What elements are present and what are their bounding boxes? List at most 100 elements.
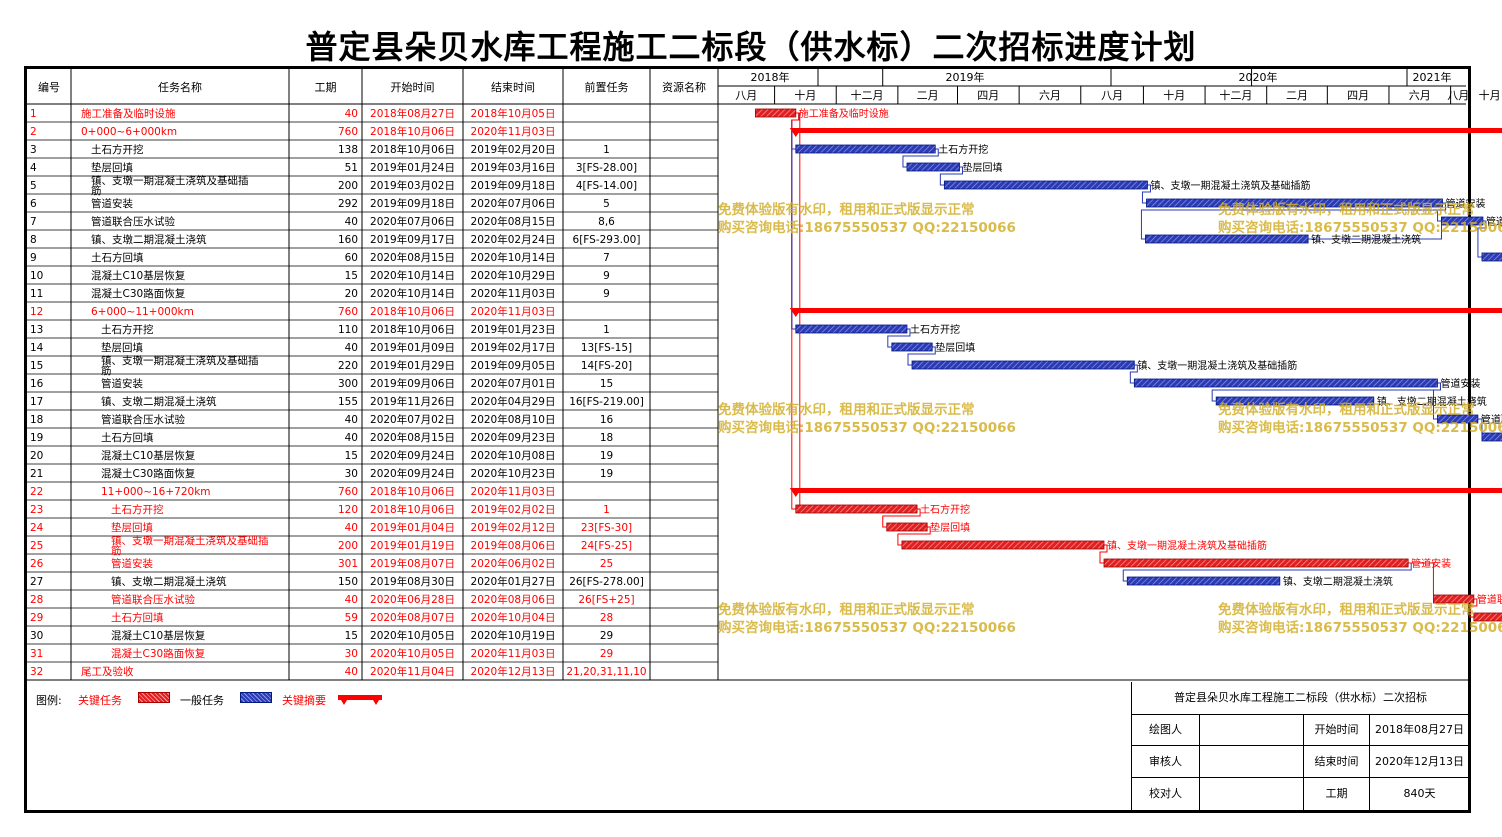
task-start: 2018年10月06日 bbox=[370, 143, 455, 156]
task-name: 混凝土C10基层恢复 bbox=[91, 269, 186, 282]
task-id: 29 bbox=[30, 612, 43, 624]
task-id: 5 bbox=[30, 180, 37, 192]
task-start: 2020年08月15日 bbox=[370, 251, 455, 264]
column-header-start: 开始时间 bbox=[391, 80, 435, 94]
task-end: 2019年02月12日 bbox=[471, 521, 556, 534]
task-name: 0+000~6+000km bbox=[81, 126, 177, 138]
task-id: 24 bbox=[30, 522, 44, 534]
watermark: 免费体验版有水印，租用和正式版显示正常购买咨询电话:18675550537 QQ… bbox=[718, 602, 1016, 636]
task-name: 混凝土C30路面恢复 bbox=[101, 467, 196, 480]
watermark: 免费体验版有水印，租用和正式版显示正常购买咨询电话:18675550537 QQ… bbox=[718, 202, 1016, 236]
task-end: 2020年09月23日 bbox=[471, 431, 556, 444]
task-end: 2019年08月06日 bbox=[471, 539, 556, 552]
task-end: 2019年09月05日 bbox=[471, 359, 556, 372]
column-header-pred: 前置任务 bbox=[585, 80, 629, 94]
task-duration: 292 bbox=[338, 198, 358, 210]
task-id: 21 bbox=[30, 468, 43, 480]
task-end: 2020年10月04日 bbox=[471, 611, 556, 624]
task-name: 镇、支墩一期混凝土浇筑及基础插 bbox=[101, 354, 259, 367]
task-id: 27 bbox=[30, 576, 43, 588]
critical-task-bar bbox=[754, 108, 797, 118]
task-start: 2020年08月15日 bbox=[370, 431, 455, 444]
task-end: 2020年08月15日 bbox=[471, 215, 556, 228]
task-predecessor: 24[FS-25] bbox=[581, 540, 632, 552]
dependency-link bbox=[1477, 418, 1483, 433]
task-predecessor: 26[FS+25] bbox=[578, 594, 634, 606]
month-label: 四月 bbox=[1347, 89, 1369, 102]
bar-label: 垫层回填 bbox=[963, 161, 1003, 174]
task-duration: 301 bbox=[338, 558, 358, 570]
task-duration: 300 bbox=[338, 378, 358, 390]
task-predecessor: 16[FS-219.00] bbox=[569, 396, 644, 408]
end-label: 结束时间 bbox=[1304, 746, 1370, 778]
task-start: 2019年09月06日 bbox=[370, 377, 455, 390]
task-start: 2018年10月06日 bbox=[370, 485, 455, 498]
task-duration: 138 bbox=[338, 144, 358, 156]
task-name: 垫层回填 bbox=[91, 161, 133, 174]
task-predecessor: 4[FS-14.00] bbox=[576, 180, 637, 192]
task-start: 2018年10月06日 bbox=[370, 323, 455, 336]
task-end: 2020年11月03日 bbox=[471, 485, 556, 498]
task-end: 2020年01月27日 bbox=[471, 575, 556, 588]
task-predecessor: 9 bbox=[603, 288, 610, 300]
critical-task-bar bbox=[1473, 612, 1502, 622]
task-id: 22 bbox=[30, 486, 43, 498]
bar-label: 土石方开挖 bbox=[910, 323, 960, 336]
task-end: 2020年10月29日 bbox=[471, 269, 556, 282]
task-duration: 110 bbox=[338, 324, 358, 336]
task-id: 10 bbox=[30, 270, 43, 282]
task-start: 2018年10月06日 bbox=[370, 125, 455, 138]
task-start: 2019年01月09日 bbox=[370, 341, 455, 354]
dependency-link bbox=[907, 346, 936, 366]
task-name: 施工准备及临时设施 bbox=[81, 107, 176, 120]
task-duration: 40 bbox=[345, 594, 358, 606]
normal-task-bar bbox=[1146, 198, 1443, 208]
task-start: 2019年08月30日 bbox=[370, 575, 455, 588]
task-predecessor: 8,6 bbox=[598, 216, 615, 228]
critical-task-bar bbox=[901, 540, 1105, 550]
task-start: 2020年06月28日 bbox=[370, 593, 455, 606]
task-duration: 60 bbox=[345, 252, 358, 264]
column-header-id: 编号 bbox=[38, 80, 60, 94]
month-label: 十二月 bbox=[851, 88, 884, 102]
bar-label: 管道安装 bbox=[1440, 377, 1480, 390]
task-predecessor: 6[FS-293.00] bbox=[573, 234, 641, 246]
task-duration: 30 bbox=[345, 468, 358, 480]
task-name: 镇、支墩二期混凝土浇筑 bbox=[111, 575, 227, 588]
task-name: 垫层回填 bbox=[111, 521, 153, 534]
task-duration: 760 bbox=[338, 486, 358, 498]
task-duration: 20 bbox=[345, 288, 358, 300]
task-name: 混凝土C10基层恢复 bbox=[111, 629, 206, 642]
summary-bar bbox=[795, 488, 1502, 493]
task-duration: 160 bbox=[338, 234, 358, 246]
dependency-link bbox=[1140, 202, 1447, 240]
task-id: 1 bbox=[30, 108, 37, 120]
year-label: 2020年 bbox=[1239, 70, 1278, 84]
task-predecessor: 29 bbox=[600, 630, 613, 642]
task-id: 15 bbox=[30, 360, 43, 372]
start-label: 开始时间 bbox=[1304, 714, 1370, 746]
task-end: 2019年03月16日 bbox=[471, 161, 556, 174]
task-predecessor: 3[FS-28.00] bbox=[576, 162, 637, 174]
task-end: 2020年10月08日 bbox=[471, 449, 556, 462]
dependency-link bbox=[897, 526, 931, 546]
task-name: 6+000~11+000km bbox=[91, 306, 194, 318]
task-end: 2019年01月23日 bbox=[471, 323, 556, 336]
normal-task-bar bbox=[906, 162, 960, 172]
normal-task-bar bbox=[795, 324, 908, 334]
task-predecessor: 19 bbox=[600, 450, 613, 462]
task-end: 2020年10月23日 bbox=[471, 467, 556, 480]
bar-label: 管道安装 bbox=[1411, 557, 1451, 570]
task-id: 25 bbox=[30, 540, 43, 552]
task-name: 11+000~16+720km bbox=[101, 486, 211, 498]
task-duration: 15 bbox=[345, 630, 358, 642]
task-predecessor: 1 bbox=[603, 324, 610, 336]
task-start: 2020年10月05日 bbox=[370, 647, 455, 660]
normal-task-bar bbox=[943, 180, 1148, 190]
project-info-block: 普定县朵贝水库工程施工二标段（供水标）二次招标 绘图人 开始时间 2018年08… bbox=[1131, 682, 1469, 810]
task-end: 2020年10月14日 bbox=[471, 251, 556, 264]
task-start: 2019年01月04日 bbox=[370, 521, 455, 534]
task-name: 土石方开挖 bbox=[91, 143, 144, 156]
dependency-link bbox=[887, 328, 911, 348]
critical-task-bar bbox=[886, 522, 928, 532]
